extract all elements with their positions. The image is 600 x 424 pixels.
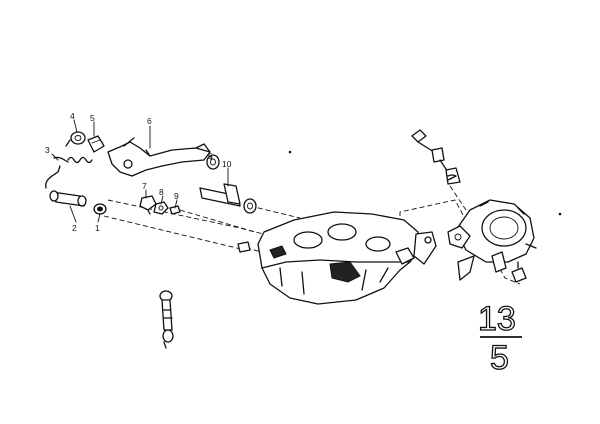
callout-5-lower: 5: [208, 151, 213, 161]
callout-9: 9: [174, 191, 179, 201]
callout-6: 6: [147, 116, 152, 126]
part-8-nut: [153, 201, 169, 215]
callout-2: 2: [72, 223, 77, 233]
section-number-top: 13: [478, 300, 516, 338]
section-number: 13 5: [477, 299, 522, 378]
jet-assembly: [411, 129, 461, 185]
part-6-lever: [107, 137, 211, 177]
callout-labels: 4 5 6 3 5 10 7 8 9 2 1: [45, 111, 232, 233]
part-5-screw-upper: [87, 135, 105, 153]
callout-10: 10: [222, 159, 232, 169]
part-10-shaft: [199, 183, 257, 214]
callout-8: 8: [159, 187, 164, 197]
part-1-washer: [93, 203, 107, 215]
body-screw-left: [237, 241, 251, 253]
choke-housing: [447, 199, 537, 281]
callout-3: 3: [45, 145, 50, 155]
part-7-bolt: [139, 195, 157, 215]
part-2-sleeve: [49, 190, 87, 207]
callout-4: 4: [70, 111, 75, 121]
carburetor-body: [257, 211, 437, 305]
callout-5-upper: 5: [90, 113, 95, 123]
stray-marks: [288, 150, 562, 216]
callout-1: 1: [95, 223, 100, 233]
link-rod: [159, 290, 174, 349]
clip-lower-right: [511, 261, 527, 283]
section-number-bottom: 5: [490, 339, 509, 377]
callout-7: 7: [142, 181, 147, 191]
part-3-spring: [45, 156, 93, 189]
part-4-ring: [65, 131, 86, 147]
leader-lines: [51, 119, 229, 223]
part-5-bushing: [206, 154, 220, 170]
